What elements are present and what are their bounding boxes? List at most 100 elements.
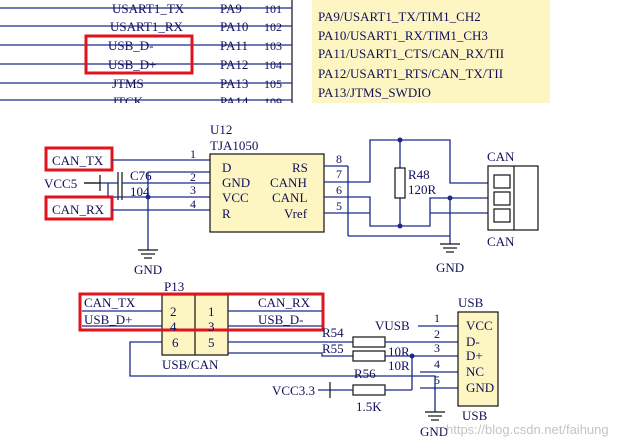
watermark: https://blog.csdn.net/faihung	[446, 422, 609, 437]
mcu-row-4: JTMS PA13 105 PA13/JTMS_SWDIO	[0, 76, 431, 100]
u12-pin-name: D	[222, 160, 231, 175]
p13-ref: P13	[164, 279, 184, 294]
p13-pin-num: 4	[170, 319, 177, 334]
c76-ref: C76	[130, 168, 152, 183]
pin-description: PA12/USART1_RTS/CAN_TX/TII	[318, 66, 503, 81]
mcu-row-0: USART1_TX PA9 101 PA9/USART1_TX/TIM1_CH2	[0, 1, 481, 24]
u12-pin-name: RS	[292, 160, 308, 175]
u12-body	[209, 153, 325, 233]
p13-pin-num: 6	[172, 335, 179, 350]
pin-name: PA12	[220, 57, 248, 72]
gnd-label: GND	[420, 424, 448, 439]
pin-number: 105	[264, 77, 282, 91]
r56-value: 1.5K	[356, 399, 382, 414]
u12-pin-name: CANL	[272, 190, 307, 205]
r55-value: 10R	[388, 358, 410, 373]
r56-ref: R56	[354, 366, 376, 381]
highlight-p13-nets	[78, 292, 325, 332]
u12-pin-num: 2	[190, 170, 196, 184]
r48-ref: R48	[408, 167, 430, 182]
p13-pin-num: 5	[208, 335, 215, 350]
u12-part: TJA1050	[210, 138, 258, 153]
usb-body	[457, 311, 499, 407]
pin-number: 103	[264, 39, 282, 53]
usb-pin-name: D+	[466, 348, 483, 363]
can-rx-net-label: CAN_RX	[52, 202, 105, 217]
pin-description: PA9/USART1_TX/TIM1_CH2	[318, 9, 481, 24]
pin-name: PA9	[220, 1, 242, 16]
highlight-usb-nets	[84, 34, 194, 75]
vusb-label: VUSB	[375, 318, 410, 333]
pin-number: 104	[264, 58, 282, 72]
net-label: USART1_RX	[110, 19, 184, 34]
gnd-label: GND	[134, 262, 162, 277]
pin-name: PA10	[220, 19, 248, 34]
p13-right-net: CAN_RX	[258, 295, 311, 310]
p13-pin-num: 2	[170, 304, 177, 319]
p13-right-net: USB_D-	[258, 312, 304, 327]
u12-pin-num: 8	[336, 152, 342, 166]
can-tx-net-label: CAN_TX	[52, 153, 104, 168]
pin-number: 102	[264, 20, 282, 34]
u12-pin-name: Vref	[284, 206, 308, 221]
gnd-label: GND	[436, 260, 464, 275]
r55-ref: R55	[322, 341, 344, 356]
highlight-can-tx	[44, 146, 114, 172]
pin-number: 101	[264, 2, 282, 16]
usb-pin-name: GND	[466, 380, 494, 395]
u12-pin-num: 4	[190, 197, 196, 211]
usb-pin-name: NC	[466, 364, 484, 379]
can-connector-top-label: CAN	[487, 149, 515, 164]
pin-name: PA13	[220, 76, 248, 91]
mcu-row-3: USB_D+ PA12 104 PA12/USART1_RTS/CAN_TX/T…	[0, 57, 503, 81]
r48-body	[394, 167, 406, 199]
mcu-row-2: USB_D- PA11 103 PA11/USART1_CTS/CAN_RX/T…	[0, 38, 504, 61]
p13-pin-num: 3	[208, 319, 215, 334]
pin-description: PA11/USART1_CTS/CAN_RX/TII	[318, 46, 504, 61]
p13-left-net: USB_D+	[84, 312, 133, 327]
r54-ref: R54	[322, 325, 344, 340]
mcu-row-1: USART1_RX PA10 102 PA10/USART1_RX/TIM1_C…	[0, 19, 488, 43]
r56-body	[352, 384, 386, 396]
net-label: USB_D+	[108, 57, 157, 72]
u12-pin-name: VCC	[222, 190, 249, 205]
pin-description: PA13/JTMS_SWDIO	[318, 85, 431, 100]
u12-pin-name: R	[222, 206, 231, 221]
usb-pin-num: 4	[434, 357, 440, 371]
u12-ref: U12	[210, 122, 232, 137]
usb-pin-num: 3	[434, 341, 440, 355]
vcc33-label: VCC3.3	[272, 383, 315, 398]
r55-body	[352, 350, 386, 362]
r48-value: 120R	[408, 182, 437, 197]
net-label: JTMS	[112, 76, 144, 91]
u12-pin-num: 1	[190, 147, 196, 161]
usb-pin-name: VCC	[466, 318, 493, 333]
u12-pin-num: 5	[336, 199, 342, 213]
can-connector-bottom-label: CAN	[487, 234, 515, 249]
r54-body	[352, 336, 386, 348]
usb-pin-name: D-	[466, 334, 480, 349]
mcu-pin-panel	[312, 0, 550, 103]
c76-value: 104	[130, 184, 150, 199]
u12-pin-name: GND	[222, 175, 250, 190]
u12-pin-num: 6	[336, 183, 342, 197]
p13-name: USB/CAN	[162, 357, 219, 372]
pin-name: PA11	[220, 38, 248, 53]
usb-pin-num: 2	[434, 327, 440, 341]
usb-pin-num: 5	[434, 373, 440, 387]
pin-description: PA10/USART1_RX/TIM1_CH3	[318, 28, 488, 43]
net-label: USART1_TX	[112, 1, 185, 16]
p13-pin-num: 1	[208, 304, 215, 319]
u12-pin-name: CANH	[270, 175, 307, 190]
usb-pin-num: 1	[434, 311, 440, 325]
usb-name: USB	[462, 408, 488, 423]
usb-ref: USB	[458, 295, 484, 310]
vcc5-label: VCC5	[44, 176, 77, 191]
can-connector-body	[487, 165, 539, 231]
r54-value: 10R	[388, 344, 410, 359]
net-label: USB_D-	[108, 38, 154, 53]
p13-left-net: CAN_TX	[84, 295, 136, 310]
u12-pin-num: 3	[190, 183, 196, 197]
u12-pin-num: 7	[336, 167, 342, 181]
